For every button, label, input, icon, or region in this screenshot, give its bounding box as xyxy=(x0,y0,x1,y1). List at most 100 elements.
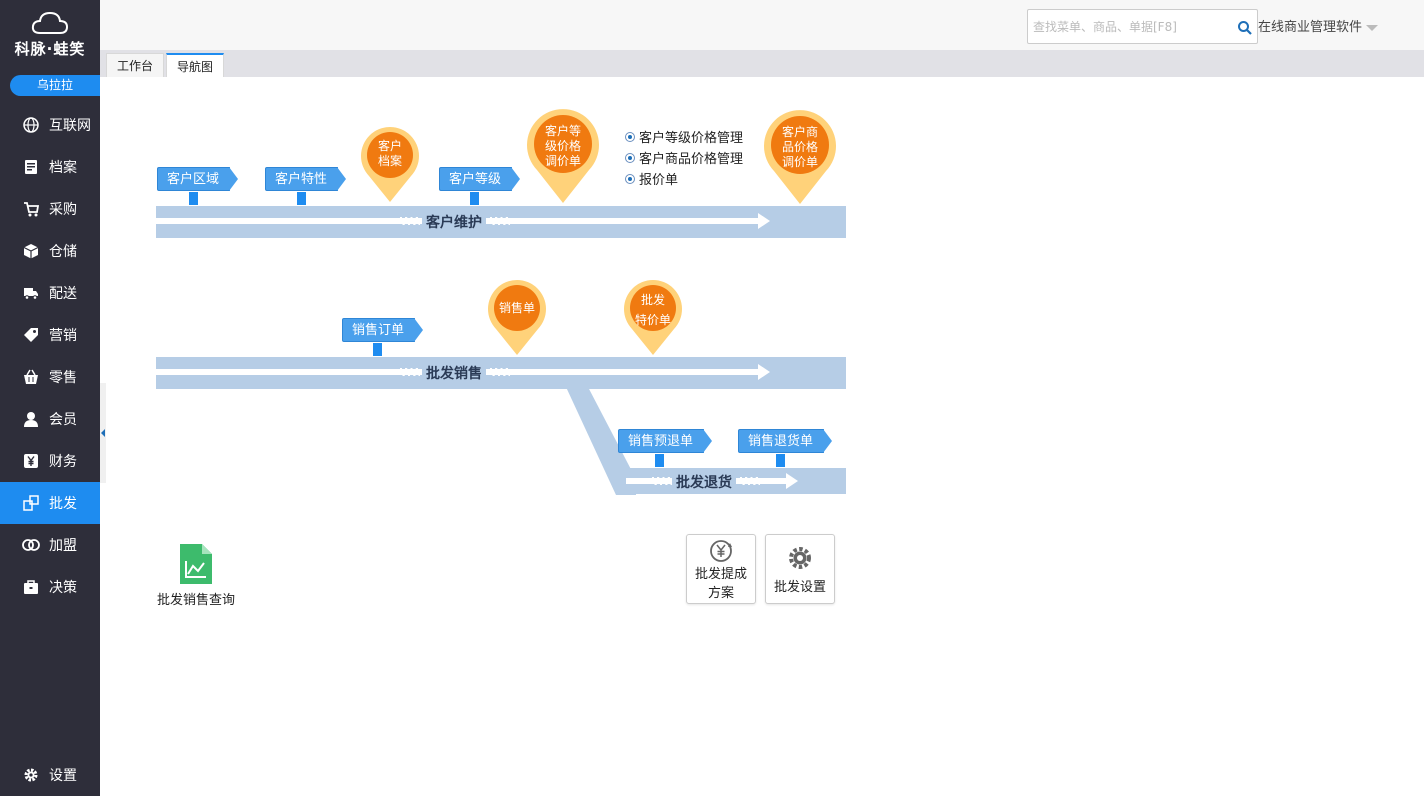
link-customer-goods-price-mgmt[interactable]: 客户商品价格管理 xyxy=(625,148,743,167)
flag-sales-pre-return[interactable]: 销售预退单 xyxy=(618,429,713,453)
map-pin-icon xyxy=(527,109,599,203)
search-input[interactable] xyxy=(1028,10,1228,43)
flag-customer-trait[interactable]: 客户特性 xyxy=(265,167,347,191)
chevron-down-icon xyxy=(1366,24,1379,31)
flag-post xyxy=(189,192,198,205)
sidebar-collapse-handle[interactable] xyxy=(100,383,106,483)
pin-customer-level-price[interactable]: 客户等 级价格 调价单 xyxy=(526,107,600,203)
flag-sales-return[interactable]: 销售退货单 xyxy=(738,429,833,453)
archive-icon xyxy=(22,158,40,176)
tab-bar: 工作台 导航图 xyxy=(100,50,1424,77)
wholesale-icon xyxy=(22,494,40,512)
sidebar-item-archive[interactable]: 档案 xyxy=(0,146,100,188)
wholesale-settings-button[interactable]: 批发设置 xyxy=(765,534,835,604)
tool-label: 批发提成 方案 xyxy=(694,567,747,601)
flag-post xyxy=(297,192,306,205)
sidebar-item-decision[interactable]: 决策 xyxy=(0,566,100,608)
pin-label: 客户等 级价格 调价单 xyxy=(544,124,581,168)
sidebar-item-label: 档案 xyxy=(49,160,77,176)
sidebar-item-purchase[interactable]: 采购 xyxy=(0,188,100,230)
map-pin-icon xyxy=(488,280,546,355)
logo-text: 科脉·蛙笑 xyxy=(14,40,86,58)
tab-navigation-map[interactable]: 导航图 xyxy=(166,53,225,77)
sidebar-item-label: 配送 xyxy=(49,286,77,302)
pin-label: 客户 档案 xyxy=(377,139,402,168)
sidebar-item-label: 零售 xyxy=(49,370,77,386)
sidebar-item-label: 设置 xyxy=(49,768,77,784)
gear-icon xyxy=(789,547,811,569)
flag-post xyxy=(655,454,664,467)
sidebar-item-wholesale[interactable]: 批发 xyxy=(0,482,100,524)
sidebar-item-label: 财务 xyxy=(49,454,77,470)
sidebar-item-label: 营销 xyxy=(49,328,77,344)
cart-icon xyxy=(22,200,40,218)
report-label: 批发销售查询 xyxy=(156,593,235,608)
stripes-decoration xyxy=(400,217,420,225)
search-box xyxy=(1027,9,1258,44)
sidebar-item-settings[interactable]: 设置 xyxy=(0,754,100,796)
briefcase-icon xyxy=(22,578,40,596)
sidebar: 科脉·蛙笑 乌拉拉 互联网 档案 采购 仓储 配送 营销 xyxy=(0,0,100,796)
flag-customer-level[interactable]: 客户等级 xyxy=(439,167,521,191)
yen-icon xyxy=(22,452,40,470)
rings-icon xyxy=(22,536,40,554)
flag-post xyxy=(776,454,785,467)
pin-customer-archive[interactable]: 客户 档案 xyxy=(360,126,420,202)
box-icon xyxy=(22,242,40,260)
basket-icon xyxy=(22,368,40,386)
radio-dot-icon xyxy=(625,152,635,163)
cloud-logo-icon xyxy=(31,11,69,34)
stripes-decoration xyxy=(652,477,672,485)
pin-sales-slip[interactable]: 销售单 xyxy=(487,279,547,355)
brand-menu[interactable]: 在线商业管理软件 xyxy=(1258,16,1379,35)
radio-dot-icon xyxy=(625,173,635,184)
map-pin-icon xyxy=(764,110,836,204)
user-icon xyxy=(22,410,40,428)
stripes-decoration xyxy=(400,368,420,376)
stripes-decoration xyxy=(490,368,510,376)
user-badge[interactable]: 乌拉拉 xyxy=(10,75,100,96)
band-label-sales: 批发销售 xyxy=(422,363,486,383)
flag-post xyxy=(373,343,382,356)
commission-yen-icon xyxy=(710,540,732,562)
sidebar-item-label: 批发 xyxy=(49,496,77,512)
band-label-returns: 批发退货 xyxy=(672,472,736,492)
sidebar-item-label: 互联网 xyxy=(49,118,91,134)
flag-customer-region[interactable]: 客户区域 xyxy=(157,167,239,191)
sidebar-item-internet[interactable]: 互联网 xyxy=(0,104,100,146)
sidebar-item-label: 仓储 xyxy=(49,244,77,260)
sidebar-item-label: 加盟 xyxy=(49,538,77,554)
sidebar-item-label: 决策 xyxy=(49,580,77,596)
sidebar-item-marketing[interactable]: 营销 xyxy=(0,314,100,356)
link-customer-level-price-mgmt[interactable]: 客户等级价格管理 xyxy=(625,127,743,146)
pin-label: 客户商 品价格 调价单 xyxy=(781,125,818,169)
wholesale-commission-button[interactable]: 批发提成 方案 xyxy=(686,534,756,604)
band-label-customer: 客户维护 xyxy=(422,212,486,232)
flag-post xyxy=(470,192,479,205)
pin-wholesale-special-price[interactable]: 批发 特价单 xyxy=(623,279,683,355)
tool-label: 批发设置 xyxy=(773,580,826,595)
sidebar-item-member[interactable]: 会员 xyxy=(0,398,100,440)
link-quotation[interactable]: 报价单 xyxy=(625,169,678,188)
gear-icon xyxy=(22,766,40,784)
pin-customer-goods-price[interactable]: 客户商 品价格 调价单 xyxy=(763,108,837,204)
sidebar-item-franchise[interactable]: 加盟 xyxy=(0,524,100,566)
search-icon[interactable] xyxy=(1237,20,1253,40)
sidebar-item-retail[interactable]: 零售 xyxy=(0,356,100,398)
stripes-decoration xyxy=(490,217,510,225)
sidebar-item-delivery[interactable]: 配送 xyxy=(0,272,100,314)
tag-icon xyxy=(22,326,40,344)
report-wholesale-sales-query[interactable]: 批发销售查询 xyxy=(154,543,238,608)
tab-workbench[interactable]: 工作台 xyxy=(106,53,165,77)
app-logo[interactable]: 科脉·蛙笑 xyxy=(0,10,100,66)
globe-icon xyxy=(22,116,40,134)
flag-sales-order[interactable]: 销售订单 xyxy=(342,318,424,342)
truck-icon xyxy=(22,284,40,302)
sidebar-item-label: 会员 xyxy=(49,412,77,428)
pin-label: 销售单 xyxy=(498,301,535,315)
chart-document-icon xyxy=(180,544,212,584)
top-bar: 在线商业管理软件 xyxy=(100,0,1424,50)
sidebar-item-finance[interactable]: 财务 xyxy=(0,440,100,482)
stripes-decoration xyxy=(740,477,760,485)
sidebar-item-storage[interactable]: 仓储 xyxy=(0,230,100,272)
